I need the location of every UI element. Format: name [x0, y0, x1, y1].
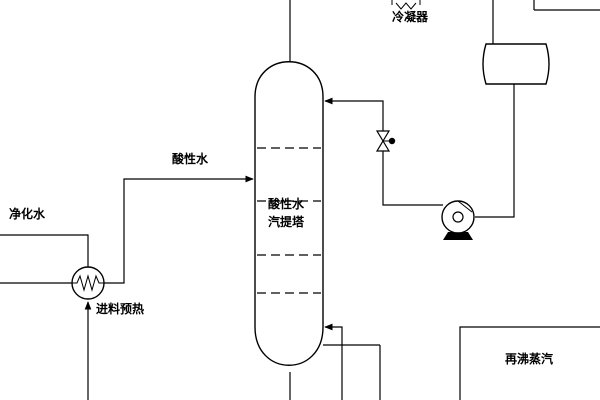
reflux-control-valve — [375, 130, 396, 152]
purified-water-line — [0, 234, 89, 267]
reboiler-steam-line — [459, 326, 600, 400]
stripping-column — [254, 61, 324, 366]
column-name-line-2: 汽提塔 — [268, 215, 305, 229]
feed-preheat-exchanger — [71, 266, 105, 300]
drum-to-pump-line — [475, 84, 515, 218]
reboiler-steam-label: 再沸蒸汽 — [505, 352, 554, 366]
purified-water-label: 净化水 — [9, 207, 46, 221]
condenser-label: 冷凝器 — [392, 10, 429, 24]
acid-water-label: 酸性水 — [172, 152, 209, 166]
column-name-line-1: 酸性水 — [268, 197, 305, 211]
reflux-line — [324, 97, 443, 206]
feed-preheat-label: 进料预热 — [96, 302, 145, 316]
reboiler-return-line — [324, 323, 343, 400]
reflux-drum — [482, 43, 550, 85]
acid-water-feed-line — [104, 175, 254, 284]
reflux-pump — [441, 200, 475, 240]
condenser-symbol — [391, 0, 421, 10]
